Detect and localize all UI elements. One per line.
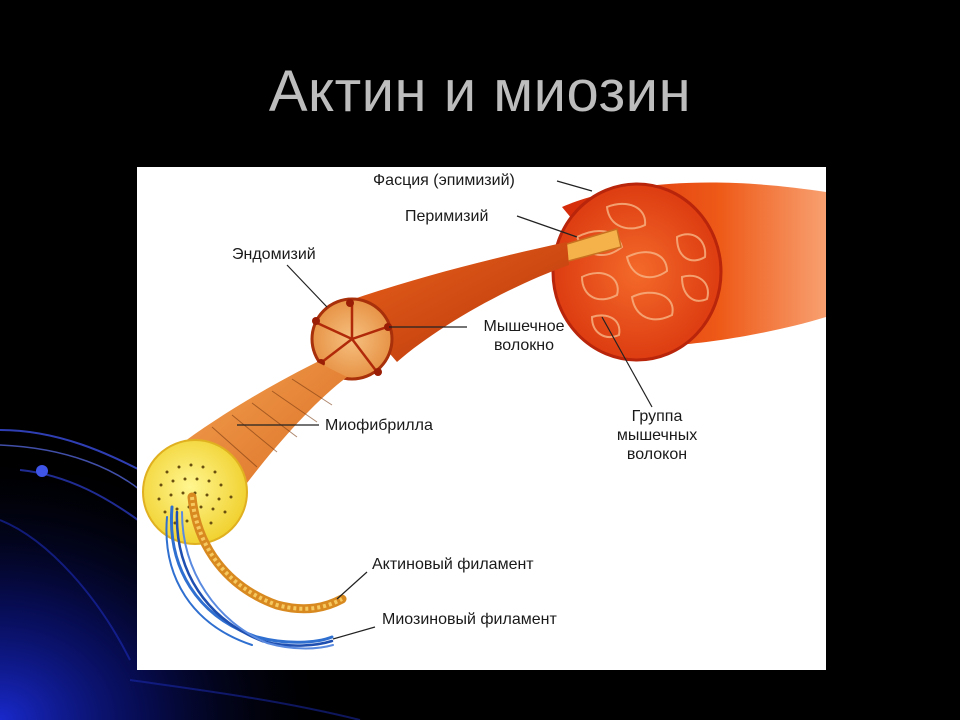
label-myofibril: Миофибрилла <box>325 417 433 434</box>
label-fiber-group-line-2: мышечных <box>616 427 698 444</box>
label-fascia: Фасция (эпимизий) <box>373 172 515 189</box>
muscle-fiber-groups <box>575 202 709 338</box>
label-fiber-group: Группа мышечных волокон <box>602 407 712 464</box>
label-fiber-group-line-3: волокон <box>626 446 688 463</box>
myosin-filament <box>165 505 334 650</box>
myofibril-striations <box>211 378 333 468</box>
leader-lines <box>237 180 653 640</box>
page-title: Актин и миозин <box>268 59 692 124</box>
endomysium-lines <box>314 299 388 373</box>
label-muscle-fiber: Мышечное волокно <box>469 317 579 355</box>
muscle-illustration <box>142 180 826 650</box>
label-endomysium: Эндомизий <box>232 246 316 263</box>
label-actin-filament: Актиновый филамент <box>372 556 534 573</box>
label-perimysium: Перимизий <box>405 208 489 225</box>
muscle-structure-diagram: Фасция (эпимизий) Перимизий Эндомизий Мы… <box>137 167 826 670</box>
label-fiber-group-line-1: Группа <box>631 408 683 425</box>
muscle-fiber-body <box>345 242 569 362</box>
label-muscle-fiber-line-2: волокно <box>493 337 554 354</box>
label-myosin-filament: Миозиновый филамент <box>382 611 557 628</box>
swoosh-dot-icon <box>36 465 48 477</box>
label-muscle-fiber-line-1: Мышечное <box>483 318 565 335</box>
